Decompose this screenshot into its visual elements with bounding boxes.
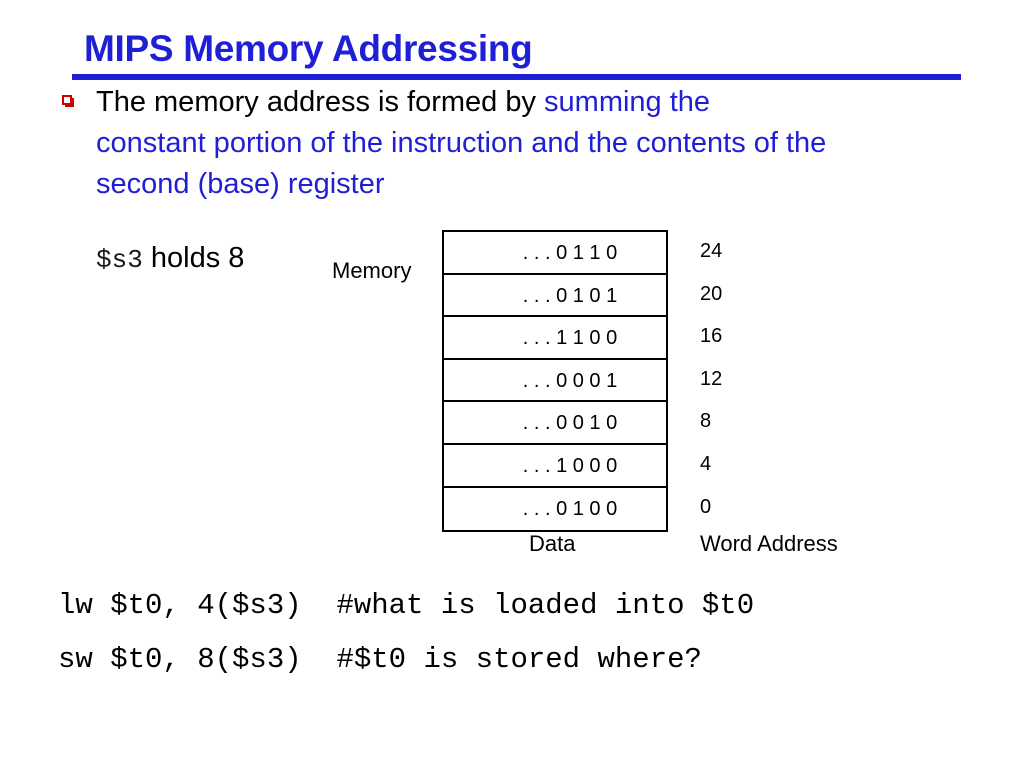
memory-data-cell: . . . 0 1 1 0 — [444, 232, 666, 275]
bullet-text: The memory address is formed by summing … — [96, 82, 976, 205]
word-address: 12 — [700, 367, 723, 390]
memory-data-cell: . . . 1 1 0 0 — [444, 317, 666, 360]
slide-title: MIPS Memory Addressing — [84, 28, 533, 69]
memory-data-cell: . . . 0 0 0 1 — [444, 360, 666, 403]
bullet-text-highlight-1: summing the — [544, 86, 711, 118]
memory-label: Memory — [332, 258, 412, 283]
register-note: $s3 holds 8 — [96, 238, 244, 280]
word-address: 0 — [700, 495, 712, 518]
bullet-text-highlight-2: constant portion of the instruction and … — [96, 127, 827, 159]
code-line-lw: lw $t0, 4($s3) #what is loaded into $t0 — [58, 589, 755, 622]
word-address: 24 — [700, 240, 723, 262]
word-address-label: Word Address — [700, 531, 838, 556]
code-line-sw: sw $t0, 8($s3) #$t0 is stored where? — [58, 643, 702, 676]
register-note-text: holds 8 — [142, 242, 245, 274]
memory-data-cell: . . . 1 0 0 0 — [444, 445, 666, 488]
word-address: 4 — [700, 452, 712, 475]
word-address: 16 — [700, 325, 723, 348]
title-underline — [72, 74, 961, 80]
word-address-column: 24 20 16 12 8 4 0 — [700, 230, 722, 528]
register-name: $s3 — [96, 245, 143, 275]
memory-table: . . . 0 1 1 0 . . . 0 1 0 1 . . . 1 1 0 … — [442, 230, 668, 533]
memory-data-cell: . . . 0 1 0 0 — [522, 497, 618, 520]
word-address: 20 — [700, 282, 723, 305]
memory-data-cell: . . . 0 1 0 1 — [444, 275, 666, 318]
hollow-square-bullet-icon — [62, 95, 74, 107]
bullet-text-plain: The memory address is formed by — [96, 86, 545, 118]
word-address: 8 — [700, 410, 712, 433]
memory-data-cell: . . . 0 0 1 0 — [444, 402, 666, 445]
bullet-text-highlight-3: second (base) register — [96, 168, 385, 200]
data-column-label: Data — [529, 531, 576, 556]
